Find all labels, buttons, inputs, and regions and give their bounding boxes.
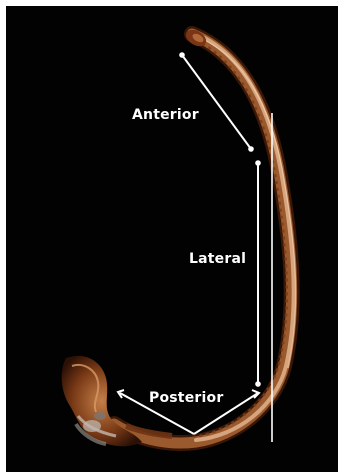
rib-shaft — [114, 33, 296, 443]
posterior-label: Posterior — [149, 390, 223, 406]
anterior-label: Anterior — [132, 107, 199, 123]
image-frame: Anterior Lateral Posterior — [6, 6, 338, 472]
lateral-measure-line — [255, 160, 261, 387]
lateral-label: Lateral — [189, 251, 246, 267]
